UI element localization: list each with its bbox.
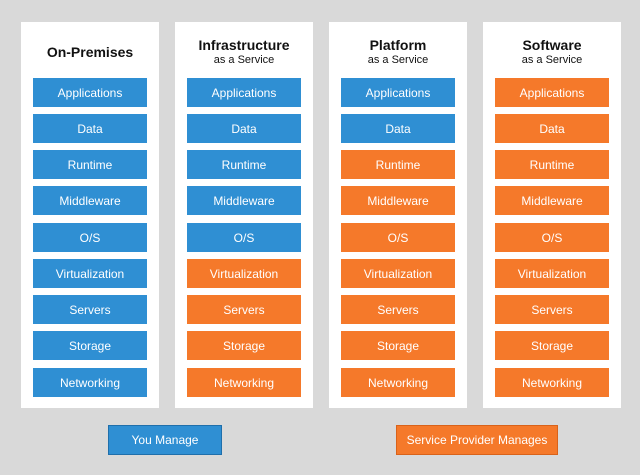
layer-os: O/S — [187, 223, 301, 252]
layer-middleware: Middleware — [33, 186, 147, 215]
column-title-line2: as a Service — [367, 54, 429, 66]
column-title-line1: Infrastructure — [198, 37, 290, 53]
layer-runtime: Runtime — [187, 150, 301, 179]
column-title: Platform as a Service — [329, 34, 467, 70]
layer-data: Data — [341, 114, 455, 143]
column-title-line1: Software — [522, 37, 582, 53]
layer-networking: Networking — [341, 368, 455, 397]
legend-service-provider-manages: Service Provider Manages — [396, 425, 558, 455]
layer-storage: Storage — [341, 331, 455, 360]
column-title: Infrastructure as a Service — [175, 34, 313, 70]
layer-os: O/S — [495, 223, 609, 252]
layer-applications: Applications — [187, 78, 301, 107]
layer-applications: Applications — [495, 78, 609, 107]
column-on-premises: On-Premises Applications Data Runtime Mi… — [21, 22, 159, 408]
column-title: Software as a Service — [483, 34, 621, 70]
layer-middleware: Middleware — [187, 186, 301, 215]
layer-middleware: Middleware — [495, 186, 609, 215]
layer-virtualization: Virtualization — [495, 259, 609, 288]
layer-servers: Servers — [341, 295, 455, 324]
layer-storage: Storage — [495, 331, 609, 360]
layer-runtime: Runtime — [495, 150, 609, 179]
layer-servers: Servers — [495, 295, 609, 324]
column-title-line1: On-Premises — [46, 43, 134, 60]
layer-data: Data — [495, 114, 609, 143]
layer-virtualization: Virtualization — [187, 259, 301, 288]
layer-networking: Networking — [187, 368, 301, 397]
layer-data: Data — [33, 114, 147, 143]
column-saas: Software as a Service Applications Data … — [483, 22, 621, 408]
layer-runtime: Runtime — [341, 150, 455, 179]
layer-virtualization: Virtualization — [341, 259, 455, 288]
layer-applications: Applications — [341, 78, 455, 107]
column-paas: Platform as a Service Applications Data … — [329, 22, 467, 408]
layer-storage: Storage — [33, 331, 147, 360]
layer-servers: Servers — [187, 295, 301, 324]
layer-os: O/S — [341, 223, 455, 252]
column-title-line1: Platform — [369, 37, 427, 53]
layer-servers: Servers — [33, 295, 147, 324]
layer-networking: Networking — [495, 368, 609, 397]
column-title-line2: as a Service — [213, 54, 275, 66]
column-iaas: Infrastructure as a Service Applications… — [175, 22, 313, 408]
layer-os: O/S — [33, 223, 147, 252]
legend-you-manage: You Manage — [108, 425, 222, 455]
layer-middleware: Middleware — [341, 186, 455, 215]
layer-applications: Applications — [33, 78, 147, 107]
layer-storage: Storage — [187, 331, 301, 360]
column-title: On-Premises — [21, 34, 159, 70]
layer-networking: Networking — [33, 368, 147, 397]
layer-data: Data — [187, 114, 301, 143]
layer-runtime: Runtime — [33, 150, 147, 179]
column-title-line2: as a Service — [521, 54, 583, 66]
layer-virtualization: Virtualization — [33, 259, 147, 288]
